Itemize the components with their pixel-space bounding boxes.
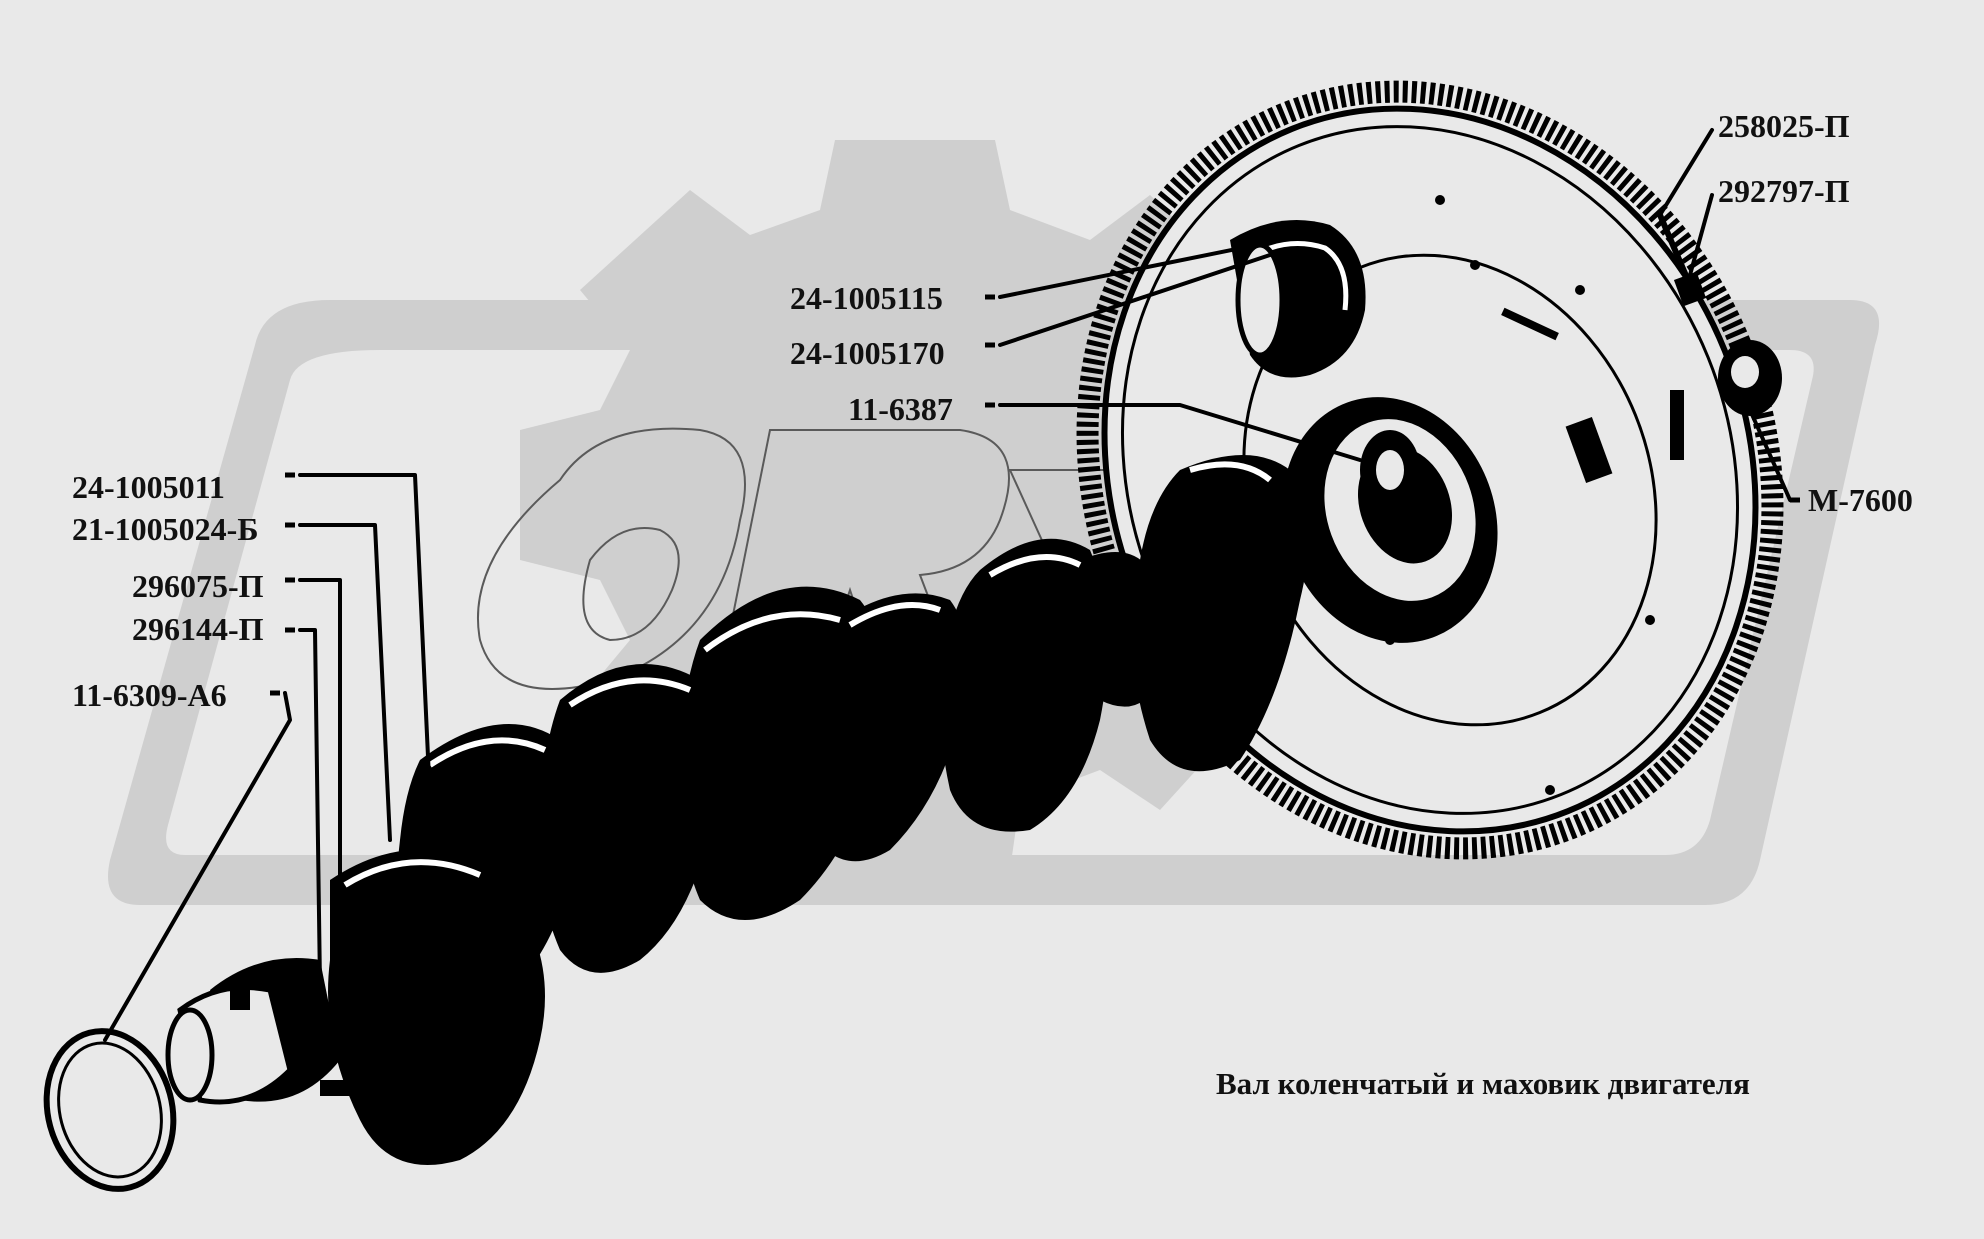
part-labels: 258025-П 292797-П 24-1005115 24-1005170 … (72, 108, 1913, 713)
label-21-1005024: 21-1005024-Б (72, 511, 258, 547)
label-258025: 258025-П (1718, 108, 1850, 144)
watermark-frame (108, 300, 1880, 905)
flywheel-bolt (1657, 213, 1707, 307)
label-24-1005011: 24-1005011 (72, 469, 225, 505)
thrust-washer (43, 1028, 177, 1192)
label-292797: 292797-П (1718, 173, 1850, 209)
pilot-bearing (1360, 430, 1420, 510)
leader-lines (103, 128, 1805, 1042)
crankshaft-nose (165, 985, 360, 1105)
label-m7600: М-7600 (1808, 482, 1913, 518)
label-296075: 296075-П (132, 568, 264, 604)
label-24-1005170: 24-1005170 (790, 335, 945, 371)
diagram-caption: Вал коленчатый и маховик двигателя (1216, 1066, 1750, 1101)
crankshaft (210, 397, 1498, 1165)
label-11-6387: 11-6387 (848, 391, 953, 427)
label-24-1005115: 24-1005115 (790, 280, 943, 316)
label-11-6309: 11-6309-А6 (72, 677, 227, 713)
rear-bearing-shell (1230, 220, 1366, 378)
label-296144: 296144-П (132, 611, 264, 647)
flywheel-nut (1718, 340, 1782, 416)
